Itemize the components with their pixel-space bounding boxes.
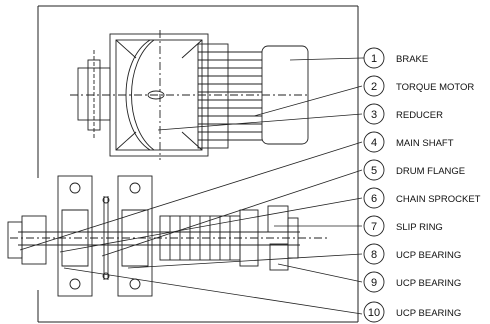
- leader-lines: [19, 57, 364, 315]
- callout-1-circle: [363, 47, 385, 69]
- callout-2-label: TORQUE MOTOR: [396, 82, 474, 93]
- callout-4-circle: [363, 131, 385, 153]
- callout-5: 5 DRUM FLANGE: [363, 159, 465, 181]
- callout-6-number: 6: [371, 193, 377, 205]
- callout-8-circle: [363, 243, 385, 265]
- callout-1-label: BRAKE: [396, 54, 428, 65]
- callout-8-label: UCP BEARING: [396, 250, 461, 261]
- callout-8: 8 UCP BEARING: [363, 243, 461, 265]
- callout-1: 1 BRAKE: [363, 47, 428, 69]
- callout-7-number: 7: [371, 221, 377, 233]
- callout-7-label: SLIP RING: [396, 222, 443, 233]
- callout-4-number: 4: [371, 137, 377, 149]
- callout-5-label: DRUM FLANGE: [396, 166, 465, 177]
- callout-6-circle: [363, 187, 385, 209]
- callout-7-circle: [363, 215, 385, 237]
- callout-7: 7 SLIP RING: [363, 215, 443, 237]
- callout-10-label: UCP BEARING: [396, 308, 461, 319]
- callout-10-number: 10: [368, 307, 380, 319]
- callout-5-circle: [363, 159, 385, 181]
- callout-9: 9 UCP BEARING: [363, 271, 461, 293]
- drawing-frame: [37, 5, 359, 323]
- shaft-assembly: [7, 175, 330, 297]
- callout-9-circle: [363, 271, 385, 293]
- callout-2-circle: [363, 75, 385, 97]
- callout-10-circle: [363, 301, 385, 323]
- callout-4-label: MAIN SHAFT: [396, 138, 454, 149]
- callout-10: 10 UCP BEARING: [363, 301, 461, 323]
- callout-4: 4 MAIN SHAFT: [363, 131, 454, 153]
- callout-6: 6 CHAIN SPROCKET: [363, 187, 481, 209]
- callout-9-label: UCP BEARING: [396, 278, 461, 289]
- callout-1-number: 1: [371, 53, 377, 65]
- callout-3-label: REDUCER: [396, 110, 443, 121]
- callout-3-number: 3: [371, 109, 377, 121]
- motor-assembly: [70, 30, 310, 160]
- callout-9-number: 9: [371, 277, 377, 289]
- callout-8-number: 8: [371, 249, 377, 261]
- callout-3-circle: [363, 103, 385, 125]
- callout-2: 2 TORQUE MOTOR: [363, 75, 474, 97]
- callout-5-number: 5: [371, 165, 377, 177]
- callout-3: 3 REDUCER: [363, 103, 443, 125]
- callout-6-label: CHAIN SPROCKET: [396, 194, 481, 205]
- callout-2-number: 2: [371, 81, 377, 93]
